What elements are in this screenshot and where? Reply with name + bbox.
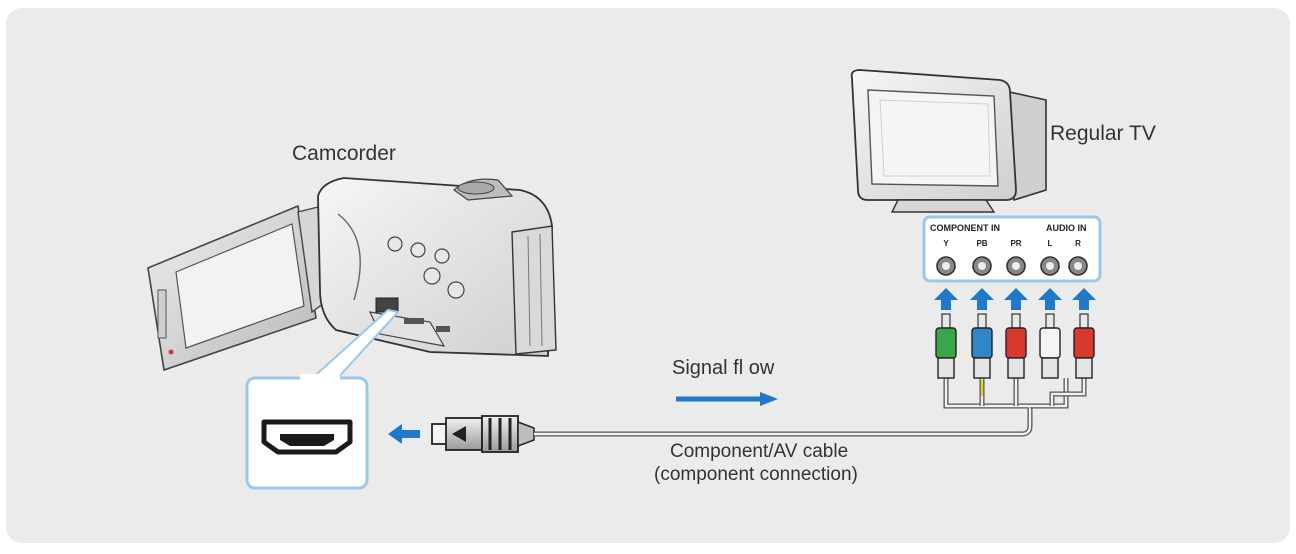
rca-plug-blue	[971, 313, 993, 379]
hdmi-callout	[245, 308, 400, 490]
signal-flow-label: Signal fl ow	[672, 357, 775, 379]
hdmi-port-icon	[261, 419, 353, 455]
jack-l	[1040, 256, 1060, 276]
audio-in-label: AUDIO IN	[1046, 223, 1087, 233]
cable-label-line1: Component/AV cable	[670, 441, 849, 462]
tv-label: Regular TV	[1050, 122, 1156, 145]
jack-pb	[972, 256, 992, 276]
cable-plug-camcorder	[431, 415, 535, 453]
cable-label-line2: (component connection)	[654, 464, 858, 485]
arrow-up-icon	[934, 288, 1096, 310]
jack-pr	[1006, 256, 1026, 276]
jack-label-l: L	[1047, 239, 1053, 248]
tv-illustration	[850, 69, 1047, 213]
cable-branches	[943, 378, 1087, 418]
arrow-left-icon	[388, 424, 420, 444]
component-in-label: COMPONENT IN	[930, 223, 1001, 233]
arrow-right-icon	[676, 392, 778, 406]
jack-r	[1068, 256, 1088, 276]
camcorder-label: Camcorder	[292, 142, 396, 165]
jack-label-pr: PR	[1010, 239, 1022, 248]
jack-label-y: Y	[943, 239, 949, 248]
rca-plug-white	[1039, 313, 1061, 379]
jack-label-pb: PB	[976, 239, 988, 248]
jack-y	[936, 256, 956, 276]
rca-plug-green	[935, 313, 957, 379]
camcorder-illustration	[147, 177, 557, 372]
jack-label-r: R	[1075, 239, 1081, 248]
tv-input-panel	[922, 215, 1102, 283]
rca-plug-red-audio	[1073, 313, 1095, 379]
rca-plug-red-video	[1005, 313, 1027, 379]
